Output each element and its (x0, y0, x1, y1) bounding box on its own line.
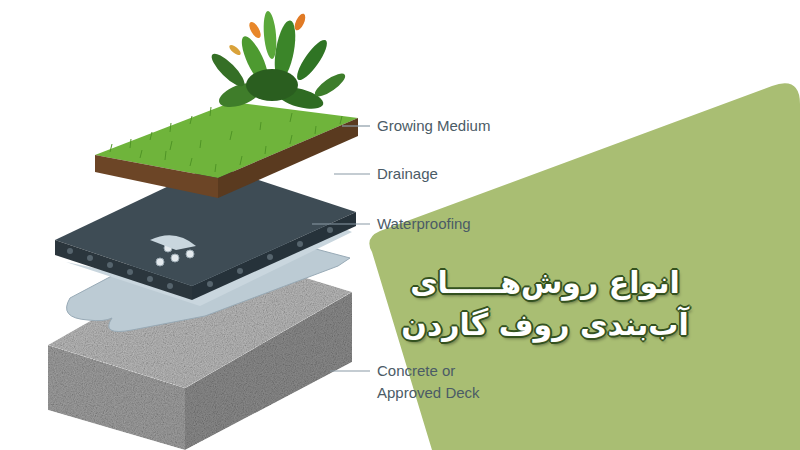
leaf (312, 70, 348, 100)
leaf (262, 11, 278, 60)
drainage-cup (87, 255, 93, 261)
leader-line (334, 173, 370, 174)
drainage-cup (237, 268, 243, 274)
concrete-front (48, 345, 185, 450)
leader-line (312, 223, 370, 224)
drainage-hole (171, 254, 179, 262)
drainage-cup (67, 248, 73, 254)
drainage-cups (67, 227, 333, 289)
plants (207, 11, 348, 113)
layer-label: Waterproofing (377, 213, 577, 235)
drainage-cup (267, 254, 273, 260)
layer-label: Drainage (377, 163, 577, 185)
drainage-cup (207, 281, 213, 287)
drainage-hole (186, 250, 194, 258)
drainage-front (55, 240, 192, 300)
leader-line (330, 370, 370, 371)
leaf (293, 36, 332, 83)
diagram-title: انواع روش‌هـــــای آب‌بندی روف گاردن (395, 262, 695, 346)
grass-strokes (110, 107, 342, 172)
drainage-cup (107, 262, 113, 268)
leader-lines (312, 126, 370, 371)
leader-line (342, 125, 370, 126)
drainage-side (192, 212, 356, 300)
flower (228, 43, 243, 57)
flower (293, 12, 308, 32)
concrete-side (185, 292, 352, 450)
soil-side (218, 118, 358, 198)
grass-blades (110, 107, 342, 172)
drainage-cup (127, 269, 133, 275)
soil-front (95, 155, 218, 198)
drainage-cup (297, 241, 303, 247)
leaf-cluster (246, 69, 298, 101)
green-background-shape (369, 83, 800, 450)
leaf (207, 49, 248, 90)
layer-label: Growing Medium (377, 115, 577, 137)
layer-label: Concrete or Approved Deck (377, 360, 499, 404)
membrane-curl (150, 235, 196, 250)
drainage-cup (327, 227, 333, 233)
flower (247, 20, 263, 40)
drainage-hole (156, 258, 164, 266)
drainage-cup (147, 276, 153, 282)
drainage-cup (167, 283, 173, 289)
growing-medium (95, 102, 358, 198)
